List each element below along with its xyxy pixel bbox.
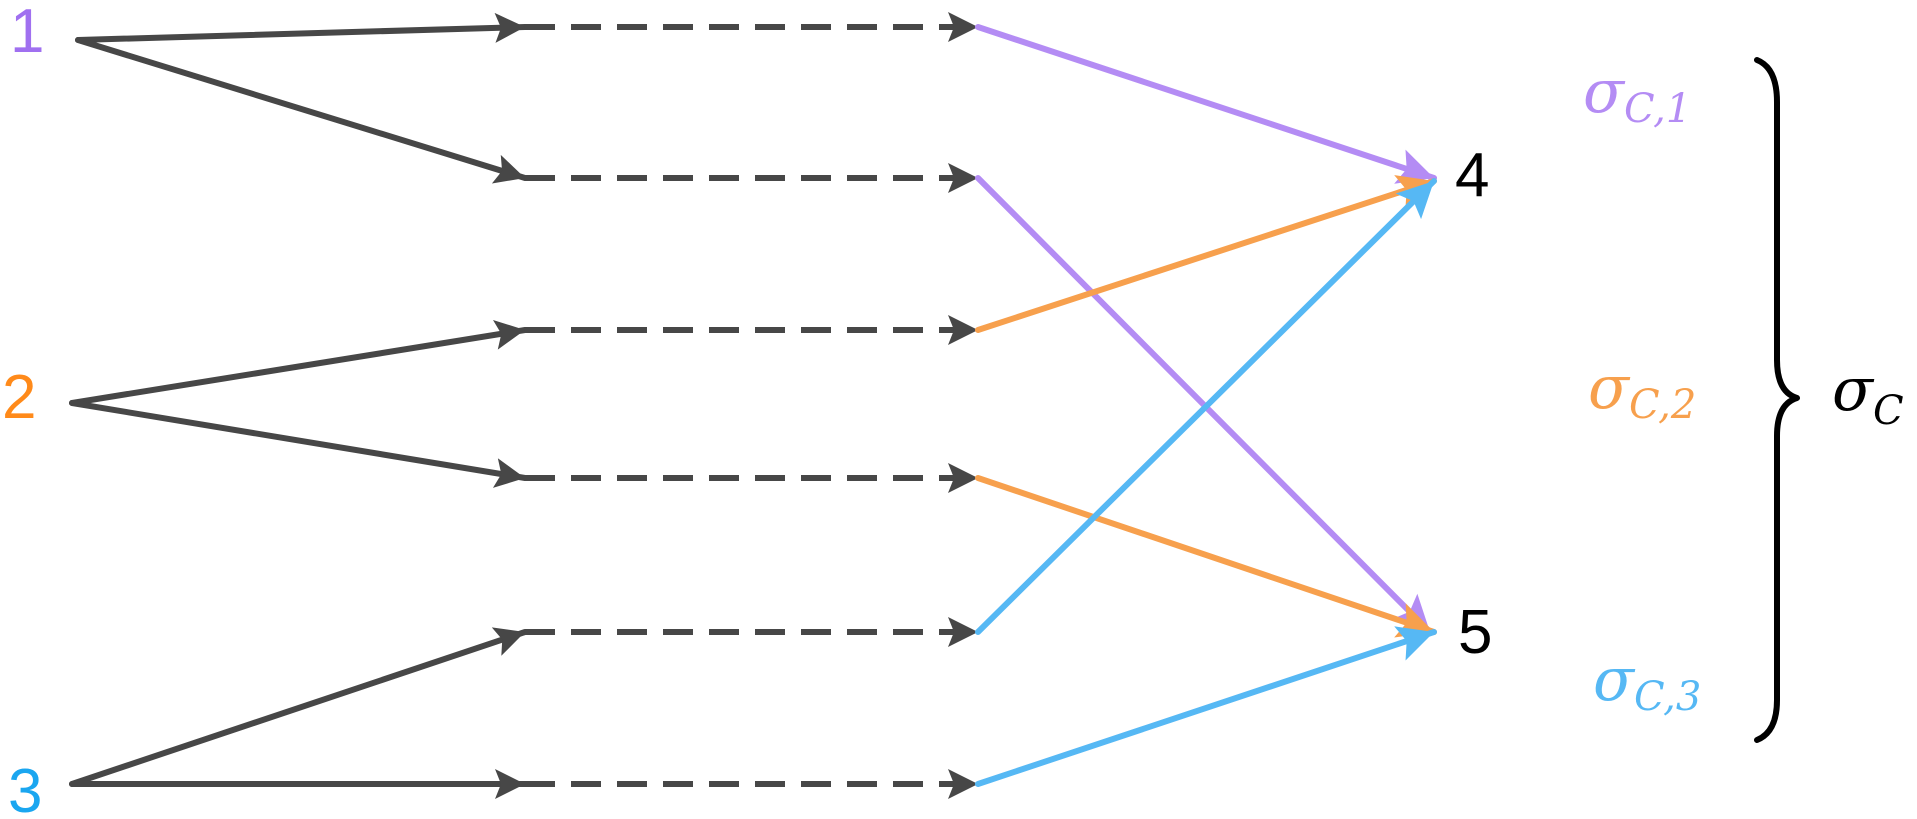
orange-arrow-to-4	[975, 175, 1437, 333]
sigma-total-label: σC	[1832, 355, 1904, 434]
node-4-label: 4	[1455, 141, 1489, 210]
sigma-c2-symbol: σ	[1588, 353, 1631, 423]
arrow-2-to-path-d	[69, 400, 528, 488]
sigma-total-symbol: σ	[1832, 355, 1875, 425]
orange-arrow-to-5	[975, 475, 1437, 638]
node-5-label: 5	[1458, 598, 1492, 667]
sigma-c1-subscript: C,1	[1624, 86, 1691, 132]
dashed-segments	[525, 12, 978, 799]
node-3-label: 3	[8, 757, 42, 819]
arrow-2-to-path-c	[69, 319, 528, 406]
arrow-3-to-path-e	[69, 627, 528, 787]
sigma-c3-symbol: σ	[1593, 645, 1636, 715]
arrow-1-to-path-a	[75, 12, 528, 43]
sigma-total-subscript: C	[1873, 388, 1904, 434]
curly-brace	[1754, 57, 1800, 743]
sigma-c3-subscript: C,3	[1634, 674, 1701, 720]
sigma-c1-label: σC,1	[1583, 57, 1691, 132]
purple-arrow-to-4	[975, 24, 1437, 184]
sigma-c1-symbol: σ	[1583, 57, 1626, 127]
node-2-label: 2	[2, 363, 36, 432]
blue-arrow-to-5	[975, 626, 1437, 787]
source-arrows	[69, 12, 528, 799]
sigma-c2-label: σC,2	[1588, 353, 1696, 428]
sigma-c2-subscript: C,2	[1629, 382, 1696, 428]
output-arrows	[975, 24, 1437, 787]
arrow-1-to-path-b	[75, 37, 528, 184]
blue-arrow-to-4	[975, 178, 1437, 635]
node-1-label: 1	[10, 0, 44, 66]
sigma-c3-label: σC,3	[1593, 645, 1701, 720]
